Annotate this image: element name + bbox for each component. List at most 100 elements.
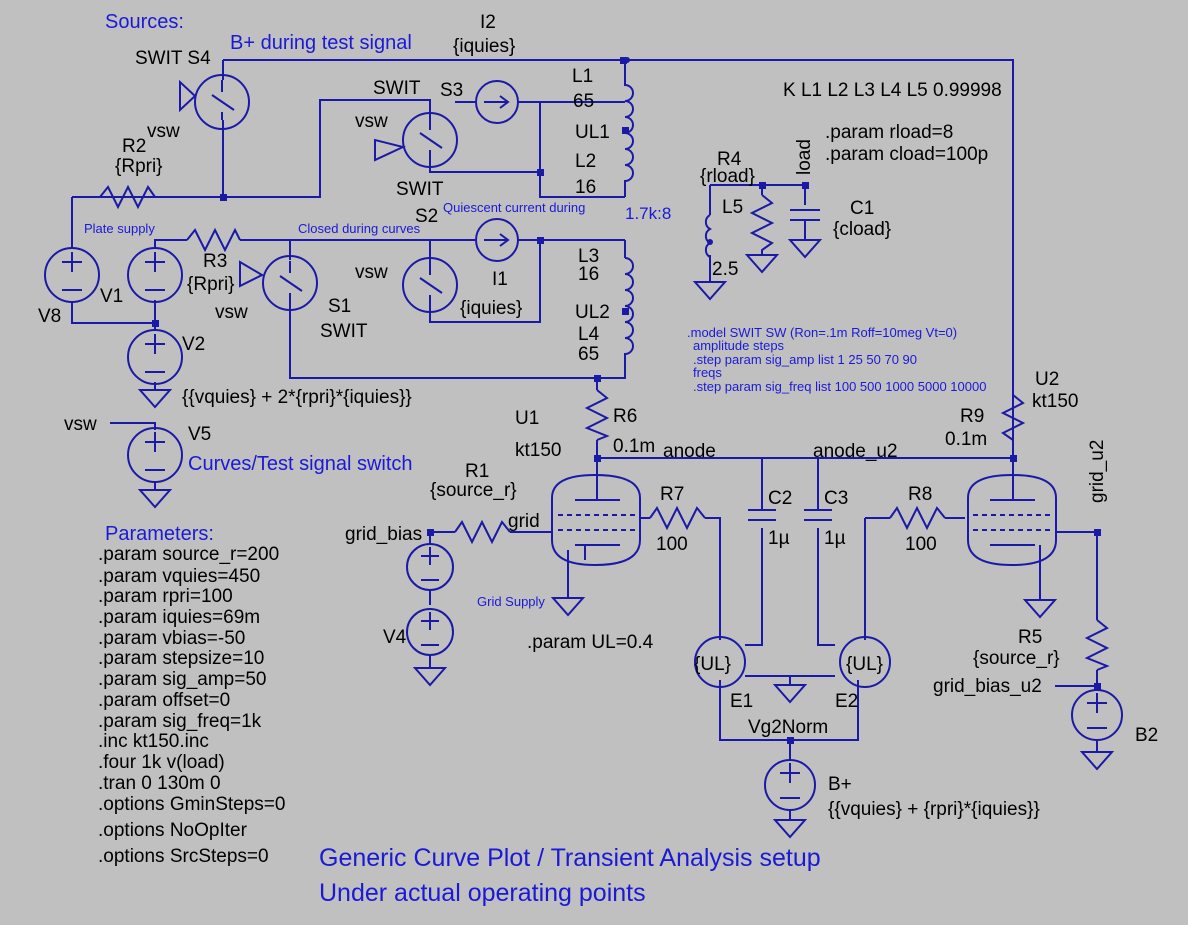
component-labels: SWIT S4 vsw I2 {iquies} SWIT S3 vsw L1 6… (38, 12, 1158, 820)
param-line: .options SrcSteps=0 (98, 846, 269, 867)
label-v5: V5 (188, 424, 211, 445)
label-grid: grid (508, 511, 540, 532)
comment-freqs: freqs (693, 365, 722, 380)
label-l3-value: 16 (578, 264, 599, 285)
capacitor-c1 (790, 209, 820, 240)
capacitor-c2 (748, 509, 776, 521)
label-r4-value: {rload} (700, 166, 755, 187)
param-line: .options GminSteps=0 (98, 794, 285, 815)
resistor-r1 (454, 519, 511, 545)
label-l5: L5 (722, 197, 743, 218)
label-r4: R4 (717, 149, 742, 170)
label-vsw-s3: vsw (355, 111, 388, 132)
model-line: .model SWIT SW (Ron=.1m Roff=10meg Vt=0) (687, 325, 957, 340)
label-r2-value: {Rpri} (115, 156, 163, 177)
resistor-r7 (649, 505, 706, 531)
param-line: .param vbias=-50 (98, 628, 245, 649)
param-line: .param stepsize=10 (98, 648, 264, 669)
label-load: load (794, 139, 815, 175)
label-param-rload: .param rload=8 (825, 122, 953, 143)
switch-s3 (374, 112, 458, 168)
label-vsw-v5: vsw (64, 414, 97, 435)
label-r9: R9 (960, 406, 984, 427)
param-line: .param sig_freq=1k (98, 711, 262, 732)
label-grid-bias-u2: grid_bias_u2 (933, 676, 1042, 697)
step-amp-line: .step param sig_amp list 1 25 50 70 90 (693, 352, 917, 367)
label-vg2norm: Vg2Norm (748, 717, 828, 738)
label-bplus-value: {{vquies} + {rpri}*{iquies}} (828, 799, 1040, 820)
heading-sources: Sources: (105, 11, 184, 33)
label-anode-u2: anode_u2 (813, 441, 898, 462)
param-line: .param iquies=69m (98, 607, 260, 628)
label-l3: L3 (578, 246, 599, 267)
label-s1: S1 (328, 296, 351, 317)
label-bplus: B+ (828, 774, 852, 795)
comment-amplitude-steps: amplitude steps (693, 338, 785, 353)
parameters-list: .param source_r=200 .param vquies=450 .p… (98, 544, 285, 867)
label-i1: I1 (492, 269, 508, 290)
param-line: .param offset=0 (98, 690, 230, 711)
voltage-source-bplus (764, 759, 816, 811)
label-c1: C1 (850, 198, 874, 219)
voltage-source-v2 (127, 329, 183, 385)
label-b2: B2 (1135, 725, 1158, 746)
label-grid-bias: grid_bias (345, 524, 422, 545)
label-s3: S3 (440, 80, 463, 101)
step-freq-line: .step param sig_freq list 100 500 1000 5… (693, 379, 986, 394)
label-s1-model: SWIT (320, 321, 368, 342)
label-c3-value: 1µ (824, 528, 846, 549)
comment-labels: Sources: B+ during test signal Plate sup… (84, 11, 986, 907)
resistor-r9 (1000, 394, 1026, 441)
tube-u1 (551, 473, 641, 567)
transformer-primary-bottom (624, 257, 634, 355)
label-s3-model: SWIT (373, 78, 421, 99)
label-r9-value: 0.1m (945, 429, 987, 450)
param-line: .param sig_amp=50 (98, 669, 266, 690)
voltage-source-b2 (1071, 689, 1123, 741)
resistor-r5 (1084, 619, 1110, 671)
heading-closed-during-curves: Closed during curves (298, 221, 421, 236)
label-c2-value: 1µ (768, 528, 790, 549)
resistor-r8 (889, 505, 946, 531)
label-ratio: 1.7k:8 (625, 204, 671, 223)
label-coupling: K L1 L2 L3 L4 L5 0.99998 (783, 80, 1002, 101)
voltage-source-v4-upper (406, 543, 454, 591)
dependent-source-e1 (694, 636, 746, 688)
label-e1: E1 (730, 691, 753, 712)
label-s2: S2 (415, 206, 438, 227)
heading-quiescent-current: Quiescent current during (443, 200, 585, 215)
label-v4: V4 (383, 627, 407, 648)
label-r2: R2 (122, 136, 146, 157)
resistor-r2 (99, 184, 156, 210)
label-u1-model: kt150 (515, 440, 561, 461)
label-v1: V1 (100, 286, 123, 307)
label-vsw-s4: vsw (147, 121, 180, 142)
label-c1-value: {cload} (833, 219, 891, 240)
voltage-source-v1 (127, 247, 183, 303)
transformer-primary-top (624, 57, 634, 197)
label-v2: V2 (182, 334, 205, 355)
footer-title-1: Generic Curve Plot / Transient Analysis … (319, 844, 821, 872)
label-r3: R3 (203, 251, 227, 272)
label-l1: L1 (572, 66, 593, 87)
param-line: .param source_r=200 (98, 544, 279, 565)
voltage-source-v8 (44, 247, 100, 303)
label-l1-value: 65 (573, 91, 594, 112)
label-l4-value: 65 (578, 344, 599, 365)
label-r5: R5 (1018, 627, 1042, 648)
heading-curves-switch: Curves/Test signal switch (188, 453, 413, 475)
label-v2-value: {{vquies} + 2*{rpri}*{iquies}} (182, 387, 412, 408)
label-ul2: UL2 (575, 302, 610, 323)
label-l4: L4 (578, 324, 600, 345)
label-e1-value: {UL} (694, 654, 731, 675)
label-l5-value: 2.5 (712, 259, 738, 280)
label-u2-model: kt150 (1032, 391, 1078, 412)
label-v8: V8 (38, 306, 61, 327)
label-ul1: UL1 (575, 122, 610, 143)
current-source-i2 (475, 80, 519, 124)
dependent-source-e2 (839, 636, 891, 688)
label-s4: SWIT S4 (135, 48, 211, 69)
param-line: .param vquies=450 (98, 566, 260, 587)
wires (71, 59, 1098, 820)
